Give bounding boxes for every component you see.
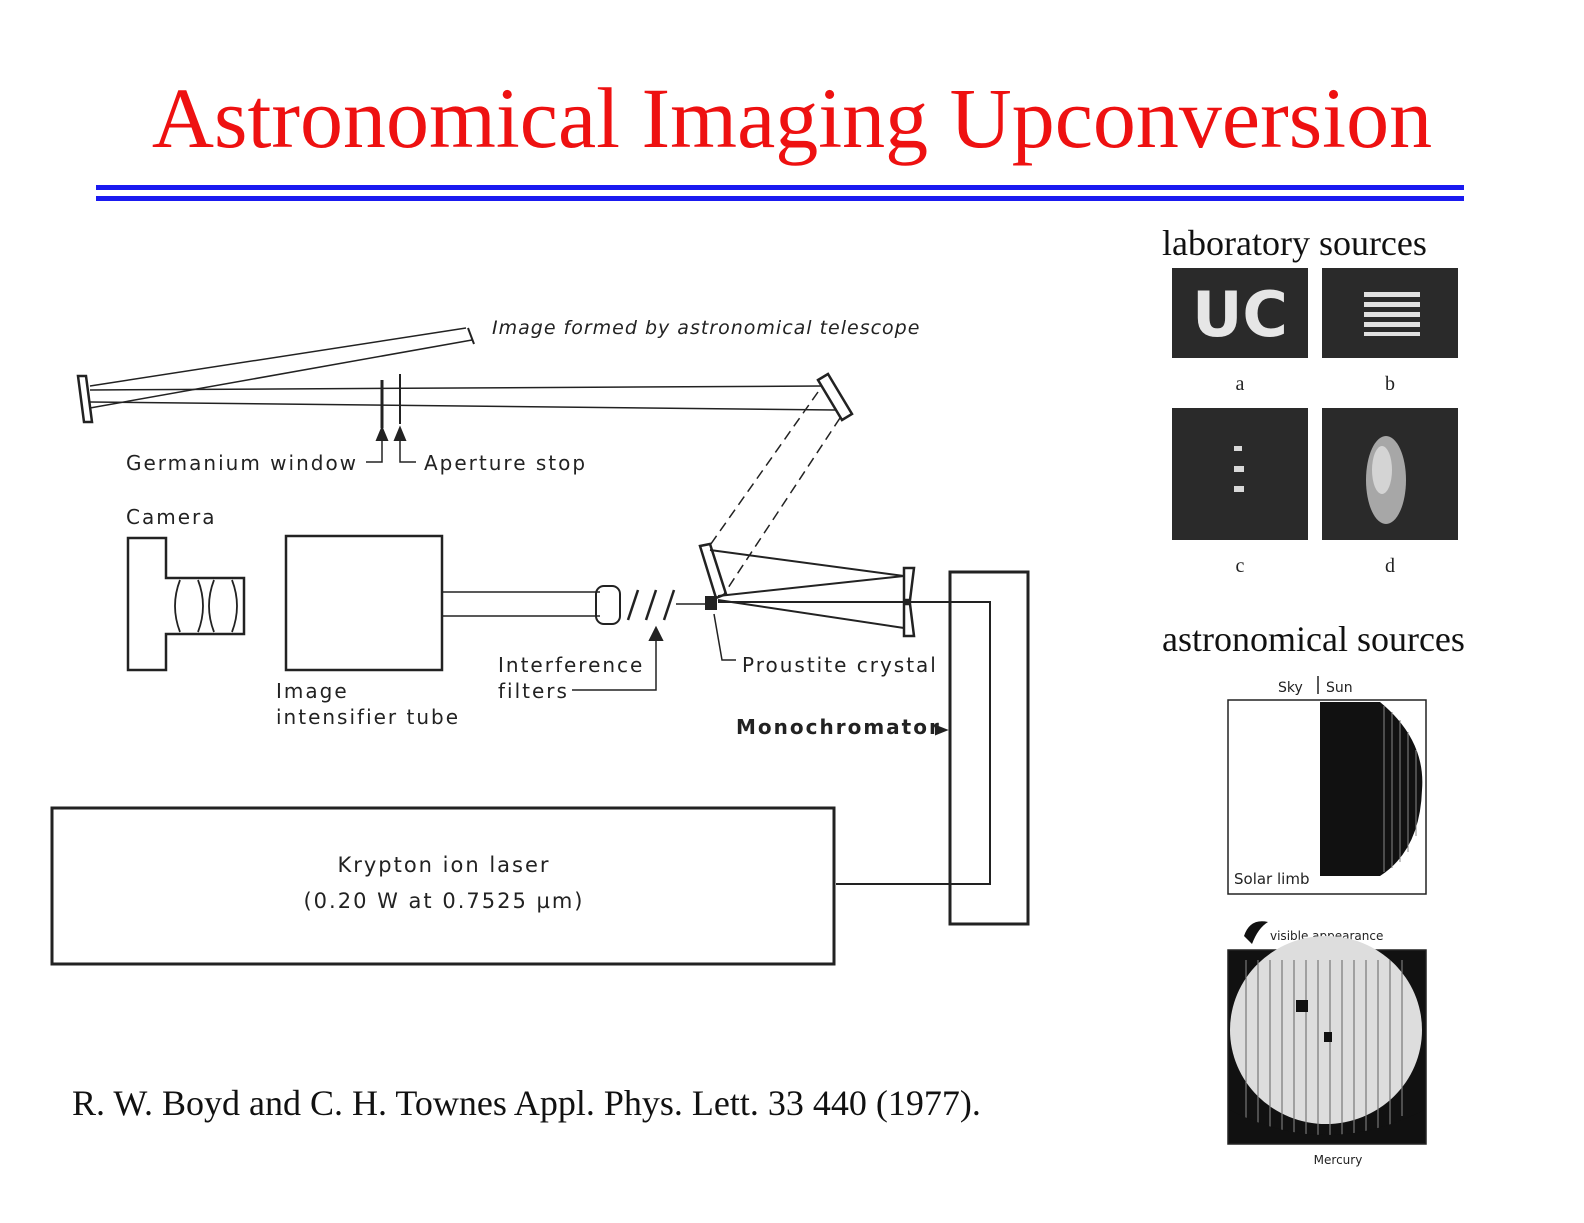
sun-sun-label: Sun [1326, 680, 1353, 696]
lab-label-c: c [1236, 555, 1245, 577]
beam-to-right-mirror-3 [717, 599, 905, 629]
mercury-scanlines [1245, 960, 1403, 1140]
interference-filter-2 [644, 589, 658, 621]
lab-label-d: d [1385, 555, 1395, 577]
lab-panel-c-dots [1234, 446, 1244, 492]
fold-mirror-bottom [698, 542, 728, 600]
monochromator-arrow [935, 724, 949, 736]
citation: R. W. Boyd and C. H. Townes Appl. Phys. … [72, 1083, 981, 1123]
camera-lens [174, 579, 238, 633]
astro-panels: Sky Sun Solar limb visible appearance [1227, 676, 1427, 1167]
mercury-label: Mercury [1314, 1153, 1363, 1167]
aperture-arrow [393, 425, 407, 441]
lab-panel-a [1172, 268, 1308, 358]
slide-title: Astronomical Imaging Upconversion [151, 70, 1433, 166]
interference-label-2: filters [498, 679, 569, 703]
germanium-window-pointer [366, 436, 383, 463]
lab-panels: UC a b c d [1172, 268, 1458, 577]
title-underline-bottom [96, 196, 1464, 201]
monochromator-label: Monochromator [736, 715, 941, 739]
proustite-label: Proustite crystal [742, 653, 938, 677]
laser-label-2: (0.20 W at 0.7525 µm) [303, 889, 584, 913]
folded-beam-2 [723, 417, 841, 595]
interference-filter-3 [662, 589, 676, 621]
intensifier-label-2: intensifier tube [276, 705, 460, 729]
camera-body [126, 536, 246, 672]
laboratory-sources-heading: laboratory sources [1162, 223, 1427, 263]
pump-beam [718, 601, 991, 885]
germanium-arrow [375, 425, 389, 441]
right-mirror-bottom [902, 602, 916, 638]
aperture-stop-label: Aperture stop [424, 451, 587, 475]
mercury-dark-bottom [1230, 1110, 1424, 1142]
telescope-beam-upper [89, 327, 467, 387]
intensifier-label-1: Image [276, 679, 349, 703]
image-intensifier-box [284, 534, 444, 672]
right-mirror-top [902, 566, 916, 602]
filters-pointer-arrow [648, 625, 664, 641]
lab-panel-a-content: UC [1192, 278, 1288, 351]
folded-beam-1 [707, 391, 819, 549]
beam-to-right-mirror-2 [717, 575, 905, 597]
camera-label: Camera [126, 505, 217, 529]
mercury-disk [1230, 936, 1422, 1124]
germanium-window-label: Germanium window [126, 451, 358, 475]
relay-beam-lower [89, 401, 837, 411]
beam-to-right-mirror-1 [709, 549, 905, 577]
image-formed-label: Image formed by astronomical telescope [492, 317, 920, 339]
monochromator-box [948, 570, 1030, 926]
relay-beam-upper [89, 385, 823, 391]
proustite-crystal [705, 596, 717, 610]
sun-sky-label: Sky [1278, 680, 1303, 696]
interference-filter-1 [626, 589, 640, 621]
primary-mirror [76, 374, 94, 424]
lab-label-a: a [1236, 373, 1245, 395]
filter-lens [595, 585, 621, 625]
interference-label-1: Interference [498, 653, 644, 677]
laser-label-1: Krypton ion laser [337, 853, 550, 877]
lab-panel-b-stripes [1364, 292, 1420, 336]
solar-limb-label: Solar limb [1234, 870, 1309, 888]
fold-mirror-top [816, 372, 854, 422]
lab-panel-c [1172, 408, 1308, 540]
image-plane-marker [467, 327, 475, 345]
title-underline-top [96, 185, 1464, 190]
visible-appearance-label: visible appearance [1270, 929, 1383, 943]
krypton-laser-box [50, 806, 836, 966]
aperture-stop-pointer [399, 436, 416, 463]
visible-appearance-icon [1244, 921, 1268, 944]
telescope-beam-lower [89, 339, 473, 409]
astronomical-sources-heading: astronomical sources [1162, 619, 1465, 659]
sun-scanlines [1383, 706, 1417, 872]
proustite-pointer [713, 613, 736, 661]
sun-limb-shape [1320, 702, 1423, 876]
lab-label-b: b [1385, 373, 1395, 395]
filters-pointer [572, 630, 657, 691]
